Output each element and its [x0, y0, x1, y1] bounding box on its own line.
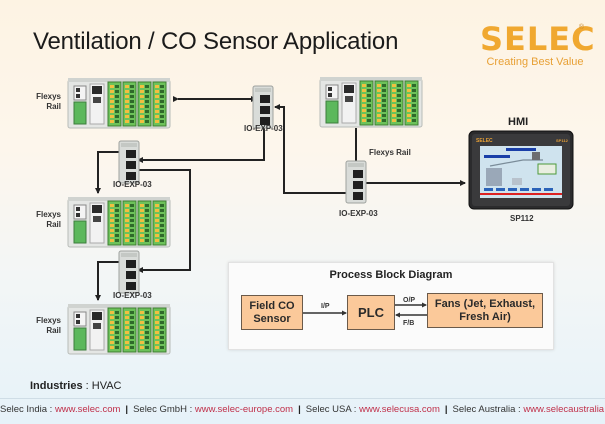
footer-separator: | [125, 404, 129, 415]
svg-text:SELEC: SELEC [476, 138, 493, 144]
flexys-rail-4 [319, 77, 423, 128]
registered-mark: ® [578, 24, 584, 31]
block-plc: PLC [347, 295, 395, 330]
company-name: Selec USA [305, 404, 352, 415]
process-diagram-title: Process Block Diagram [329, 269, 453, 281]
company-name: Selec GmbH [133, 404, 187, 415]
flow-label-fb: F/B [403, 320, 415, 327]
svg-text:SP112: SP112 [556, 138, 569, 143]
io-exp-top [252, 85, 274, 129]
link-selec-usa[interactable]: www.selecusa.com [359, 404, 440, 415]
block-line: PLC [358, 305, 384, 320]
rail-label-line2: Rail [46, 326, 61, 335]
block-line: Fans (Jet, Exhaust, [434, 297, 536, 310]
hmi-panel-sp112: SELEC SP112 [468, 130, 574, 210]
industries-separator: : [82, 380, 92, 392]
footer-divider [0, 398, 605, 399]
colon: : [351, 404, 360, 415]
colon: : [186, 404, 195, 415]
link-selec-india[interactable]: www.selec.com [54, 404, 121, 415]
rail-4-label: Flexys Rail [369, 148, 411, 157]
footer-separator: | [298, 404, 301, 415]
logo-wordmark: SELEC [480, 20, 596, 58]
io-exp-left-1-label: IO-EXP-03 [113, 180, 152, 189]
flow-label-ip: I/P [321, 303, 330, 310]
io-exp-left-1 [118, 140, 140, 184]
selec-logo: SELEC ® Creating Best Value [480, 20, 596, 68]
io-exp-top-label: IO-EXP-03 [244, 124, 283, 133]
link-selec-gmbh[interactable]: www.selec-europe.com [194, 404, 294, 415]
flexys-rail-1 [67, 78, 171, 129]
logo-tagline: Creating Best Value [486, 56, 584, 68]
hmi-model-label: SP112 [510, 214, 534, 223]
footer-separator: | [444, 404, 448, 415]
colon: : [47, 404, 55, 415]
rail-label-line1: Flexys [36, 92, 61, 101]
process-flow-arrows [303, 302, 427, 318]
link-expleft1-expleft2 [133, 167, 191, 273]
footer-entry-gmbh: Selec GmbH : www.selec-europe.com [133, 404, 293, 415]
footer-entry-australia: Selec Australia : www.selecaustralia.com [453, 404, 605, 415]
block-fans: Fans (Jet, Exhaust,Fresh Air) [427, 293, 543, 328]
hmi-title: HMI [508, 116, 529, 128]
link-expleft2-rail3 [95, 261, 125, 301]
link-expcenter-exptop [274, 104, 352, 194]
rail-1-label: Flexys Rail [25, 92, 61, 112]
block-line: Sensor [253, 312, 291, 325]
footer: Selec India : www.selec.com | Selec GmbH :… [0, 404, 605, 415]
company-name: Selec Australia [452, 404, 516, 415]
link-expleft1-rail2 [95, 151, 125, 194]
industries-line: Industries : HVAC [30, 380, 122, 392]
rail-label-line2: Rail [46, 220, 61, 229]
block-line: Field CO [249, 299, 295, 312]
rail-label-line2: Rail [46, 102, 61, 111]
block-line: Fresh Air) [459, 310, 511, 323]
rail-label-line1: Flexys [36, 210, 61, 219]
io-exp-left-2-label: IO-EXP-03 [113, 291, 152, 300]
industries-label: Industries [30, 380, 83, 392]
flow-label-op: O/P [403, 297, 416, 304]
io-exp-left-2 [118, 250, 140, 294]
footer-entry-usa: Selec USA : www.selecusa.com [306, 404, 440, 415]
footer-entry-india: Selec India : www.selec.com [0, 404, 120, 415]
colon: : [515, 404, 524, 415]
flexys-rail-3 [67, 304, 171, 355]
rail-label-line1: Flexys [36, 316, 61, 325]
link-exptop-expleft1 [137, 118, 265, 163]
rail-3-label: Flexys Rail [25, 316, 61, 336]
company-name: Selec India [0, 404, 48, 415]
io-exp-center-label: IO-EXP-03 [339, 209, 378, 218]
link-selec-australia[interactable]: www.selecaustralia.com [523, 404, 605, 415]
io-exp-center [345, 160, 367, 204]
page-title: Ventilation / CO Sensor Application [33, 28, 399, 55]
industries-value: HVAC [91, 380, 122, 392]
rail-2-label: Flexys Rail [25, 210, 61, 230]
flexys-rail-2 [67, 197, 171, 248]
